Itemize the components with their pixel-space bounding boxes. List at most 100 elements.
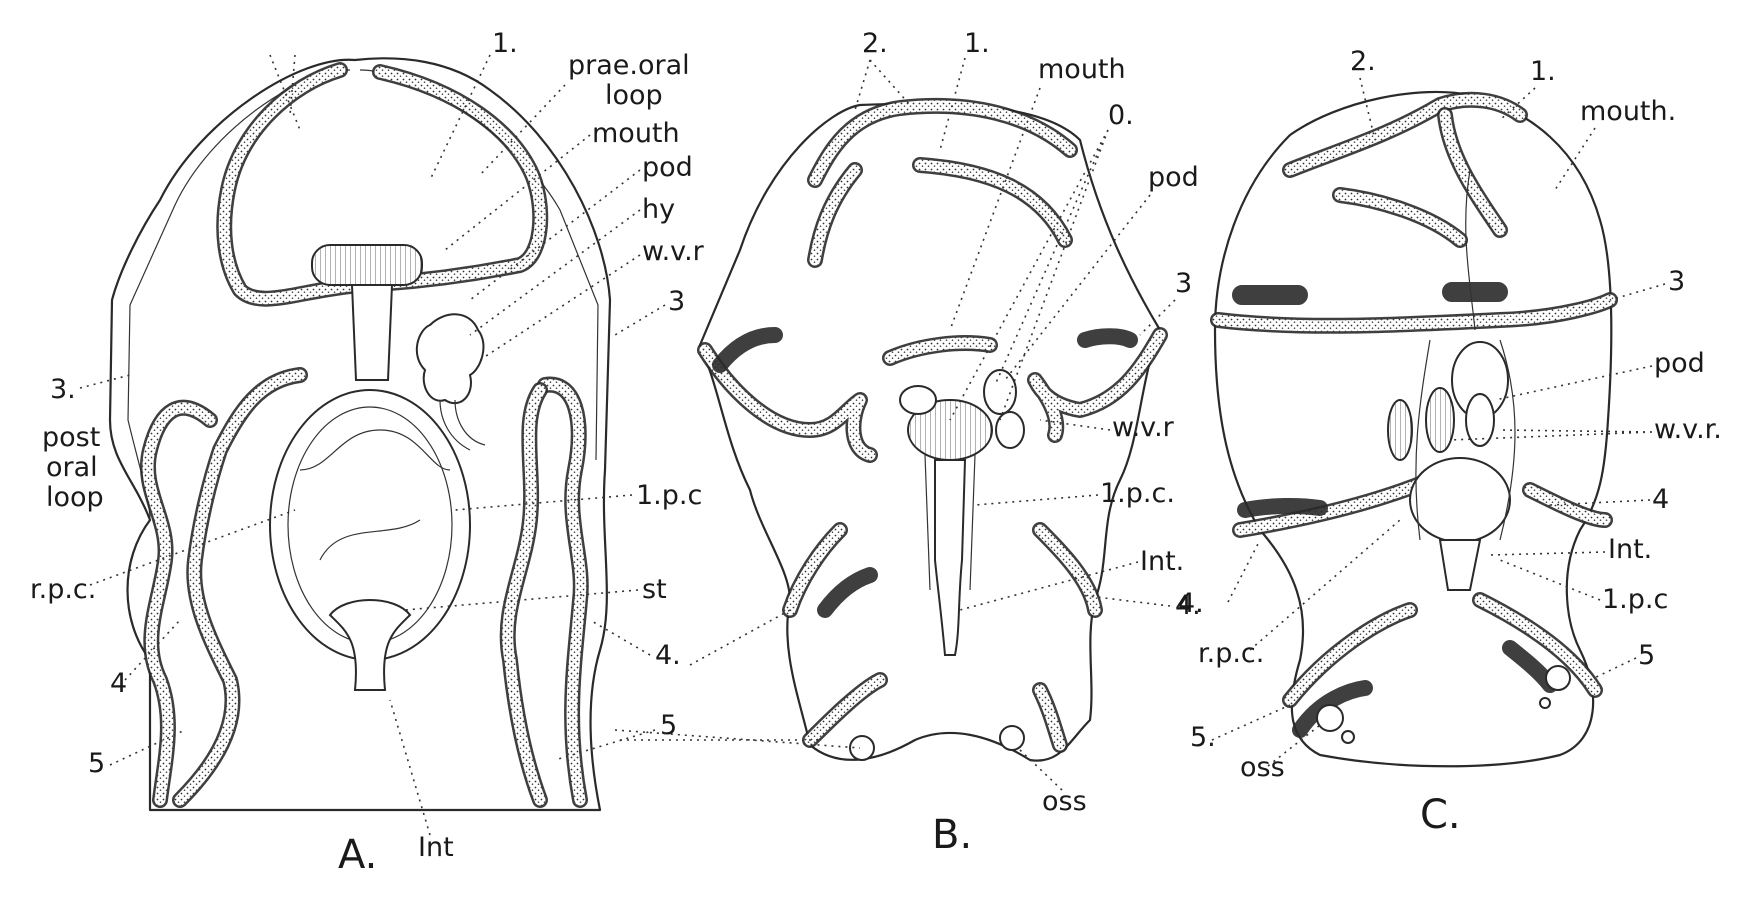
panel-c-band-5-left-2 [1292, 680, 1373, 738]
panel-c-band-5-right-fill [1474, 594, 1601, 696]
label-oss: oss [1042, 786, 1087, 817]
panel-b-hydrocoel-1 [983, 369, 1017, 415]
panel-b-band-low-left-fill [784, 524, 846, 616]
panel-b-mouth-band-fill [884, 337, 996, 364]
label-int: Int. [1608, 534, 1652, 565]
panel-b-band-low-right-fill [1034, 524, 1101, 616]
panel-a-coelom [299, 429, 451, 561]
label-int: Int [418, 832, 454, 863]
panel-b-band-left-mid-fill [699, 344, 876, 461]
label-post: post [42, 422, 100, 453]
label-4: 4. [1175, 590, 1201, 621]
panel-b-band-bottom-right-fill [1034, 684, 1066, 751]
panel-c-labels: 2. 1. mouth. 3 pod w.v.r. 4 Int. 1.p.c 4… [1178, 46, 1722, 783]
panel-b-leaders [614, 57, 1176, 791]
panel-c-ossicle-right [1545, 665, 1571, 691]
panel-b-band-right-short [1077, 328, 1138, 348]
panel-a-letter: A. [338, 832, 377, 878]
panel-c-tube-foot-3 [1465, 393, 1495, 447]
panel-c-letter: C. [1420, 792, 1461, 838]
panel-c-tube-foot-1 [1425, 387, 1455, 453]
label-pod: pod [642, 152, 693, 183]
panel-b-band-2-fill [809, 164, 861, 266]
label-3-left: 3. [50, 374, 76, 405]
label-3: 3 [1175, 268, 1192, 299]
label-wvr: w.v.r [642, 236, 705, 267]
panel-c-band-2-fill [1334, 189, 1466, 246]
panel-a-intestine [328, 599, 412, 691]
label-0: 0. [1108, 100, 1134, 131]
panel-b-ducts [924, 454, 976, 591]
panel-c-band-1-fill [1439, 109, 1506, 236]
panel-c-body-outline [1213, 90, 1613, 768]
label-pod: pod [1654, 348, 1705, 379]
label-1: 1. [964, 28, 990, 59]
panel-c-nerves [1415, 169, 1516, 541]
label-wvr: w.v.r [1112, 412, 1175, 443]
panel-a-band-left-outer-fill [142, 402, 216, 806]
panel-c-stomach [1409, 457, 1511, 543]
label-5-right: 5 [660, 710, 677, 741]
panel-b-ossicle-left [849, 735, 875, 761]
panel-b-hydrocoel-3 [899, 385, 937, 415]
panel-a: A. 1. prae.oral loop mouth pod hy w.v.r … [30, 28, 705, 878]
panel-c-band-3-mid-lobe [1442, 282, 1508, 302]
label-st: st [642, 574, 667, 605]
panel-a-labels: 1. prae.oral loop mouth pod hy w.v.r 3 3… [30, 28, 705, 863]
label-oss: oss [1240, 752, 1285, 783]
panel-c-band-5-left-fill [1284, 604, 1416, 706]
panel-b-band-1-fill [914, 159, 1071, 246]
panel-c-leaders [1211, 77, 1666, 767]
panel-b-intestine [934, 459, 967, 656]
panel-b: B. 2. 1. mouth 0. pod 3 w.v.r 1.p.c. Int… [614, 28, 1201, 858]
panel-b-band-left-short [712, 327, 783, 373]
label-wvr: w.v.r. [1654, 414, 1722, 445]
panel-a-mouth [311, 244, 423, 286]
label-3: 3 [1668, 266, 1685, 297]
panel-c-ossicle-left [1316, 704, 1344, 732]
panel-a-leaders [79, 54, 666, 836]
panel-a-wvr-tube [439, 399, 486, 451]
panel-b-band-right-mid-fill [1029, 329, 1166, 441]
panel-a-band-right-inner-fill [502, 384, 546, 806]
panel-c-ossicle-left-small [1341, 730, 1355, 744]
panel-b-labels: 2. 1. mouth 0. pod 3 w.v.r 1.p.c. Int. 4… [862, 28, 1201, 817]
panel-c-ossicle-right-small [1539, 697, 1551, 709]
panel-c-band-top-fill [1284, 94, 1526, 176]
panel-c-band-4b [1237, 497, 1328, 518]
label-mouth: mouth. [1580, 96, 1676, 127]
label-int: Int. [1140, 546, 1184, 577]
label-5-left: 5 [88, 748, 105, 779]
label-5-right: 5 [1638, 640, 1655, 671]
panel-b-band-bottom-left-fill [804, 674, 886, 746]
label-oral: oral [46, 452, 98, 483]
label-3-right: 3 [668, 286, 685, 317]
label-mouth: mouth [592, 118, 680, 149]
label-rpc: r.p.c. [30, 574, 96, 605]
label-pod: pod [1148, 162, 1199, 193]
panel-c-intestine [1438, 539, 1482, 591]
panel-c: C. 2. 1. mouth. 3 pod w.v.r. 4 Int. 1.p.… [1178, 46, 1722, 838]
label-5-left: 5. [1190, 722, 1216, 753]
label-4-right: 4 [1652, 484, 1669, 515]
label-4-right: 4. [655, 640, 681, 671]
panel-b-ossicle-right [999, 725, 1025, 751]
label-4-left: 4. [1178, 588, 1204, 619]
panel-c-band-5-right-2 [1502, 640, 1558, 693]
label-rpc: r.p.c. [1198, 638, 1264, 669]
label-2: 2. [1350, 46, 1376, 77]
panel-c-band-4-fill [1234, 474, 1436, 536]
panel-a-body-outline [108, 57, 612, 812]
panel-b-band-low-left-2 [817, 567, 878, 618]
label-mouth: mouth [1038, 54, 1126, 85]
panel-b-hydrocoel-2 [995, 411, 1025, 449]
panel-a-post-oral-loop-left-fill [174, 369, 306, 806]
label-lpc: 1.p.c. [1100, 478, 1175, 509]
label-prae-oral: prae.oral [568, 50, 690, 81]
panel-b-band-top-fill [809, 100, 1076, 186]
label-loop-2: loop [46, 482, 104, 513]
label-loop: loop [605, 80, 663, 111]
label-2: 2. [862, 28, 888, 59]
label-1: 1. [492, 28, 518, 59]
